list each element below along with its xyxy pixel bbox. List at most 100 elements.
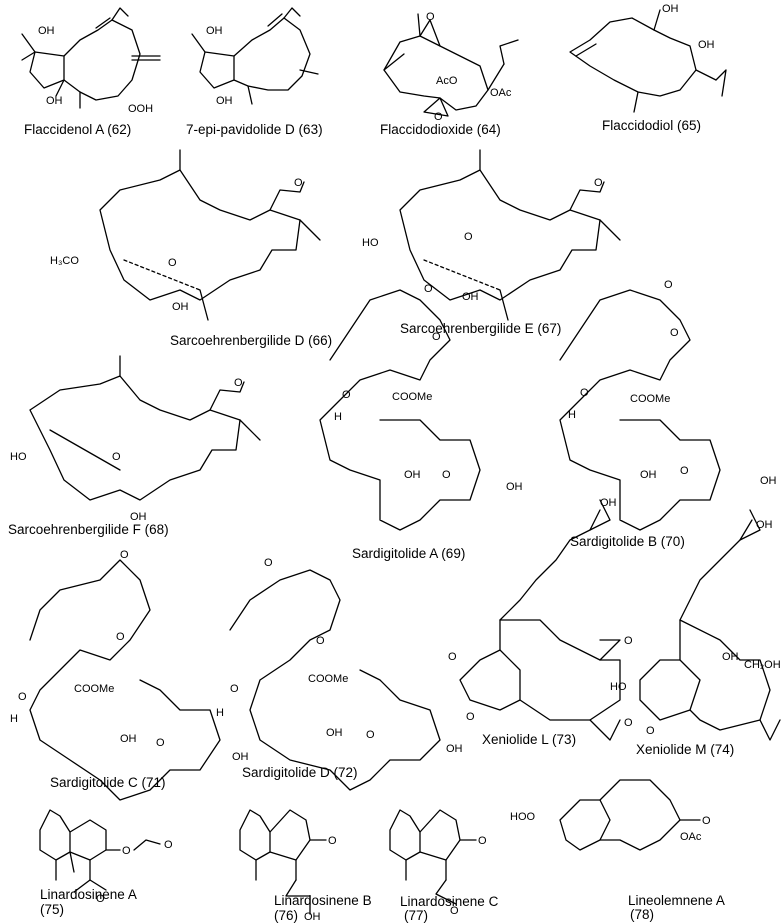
label-70-o3: O xyxy=(580,387,589,399)
label-71-coome: COOMe xyxy=(74,683,114,695)
caption-64: Flaccidodioxide (64) xyxy=(380,122,501,137)
label-77-o2: O xyxy=(450,905,459,917)
label-70-o1: O xyxy=(670,327,679,339)
label-70-oh2: OH xyxy=(760,475,777,487)
label-64-o1: O xyxy=(426,11,435,23)
label-69-oh2: OH xyxy=(506,481,523,493)
label-74-oh2: OH xyxy=(722,651,739,663)
label-63-oh2: OH xyxy=(216,95,233,107)
label-72-o4: O xyxy=(366,729,375,741)
label-64-aco: AcO xyxy=(436,75,458,87)
label-68-oh: OH xyxy=(130,511,147,523)
label-66-oh: OH xyxy=(172,301,189,313)
label-67-o1: O xyxy=(464,231,473,243)
structure-74: OH HO O OH CH₂OH xyxy=(610,509,781,741)
caption-78-number: (78) xyxy=(630,907,655,922)
label-64-oac: OAc xyxy=(490,87,512,99)
label-71-o2: O xyxy=(116,631,125,643)
label-72-o2: O xyxy=(316,635,325,647)
label-65-oh2: OH xyxy=(698,39,715,51)
label-75-o2: O xyxy=(122,845,131,857)
label-68-o2: O xyxy=(234,377,243,389)
structure-75: O O O xyxy=(39,809,173,905)
structure-76: O OH xyxy=(239,809,337,923)
caption-70: Sardigitolide B (70) xyxy=(570,534,685,549)
structure-65: OH OH xyxy=(569,3,727,113)
caption-74: Xeniolide M (74) xyxy=(636,742,735,757)
label-69-o3: O xyxy=(342,389,351,401)
structure-64: O AcO OAc O xyxy=(383,11,519,123)
caption-78-name: Lineolemnene A xyxy=(628,893,725,908)
label-67-o2: O xyxy=(594,177,603,189)
label-73-oh: OH xyxy=(600,497,617,509)
label-71-oh1: OH xyxy=(120,733,137,745)
label-69-o1: O xyxy=(432,331,441,343)
caption-63: 7-epi-pavidolide D (63) xyxy=(186,122,323,137)
label-74-oh1: OH xyxy=(756,519,773,531)
label-66-h3co: H₃CO xyxy=(50,255,79,267)
caption-77-name: Linardosinene C xyxy=(400,894,499,909)
structure-73: OH O O O O xyxy=(448,497,633,741)
structure-77: O O xyxy=(389,809,487,917)
caption-68: Sarcoehrenbergilide F (68) xyxy=(8,522,169,537)
label-66-o1: O xyxy=(168,257,177,269)
label-69-h: H xyxy=(334,411,342,423)
caption-77-number: (77) xyxy=(404,908,429,923)
label-72-coome: COOMe xyxy=(308,673,348,685)
caption-73: Xeniolide L (73) xyxy=(482,732,577,747)
label-67-oh: OH xyxy=(462,291,479,303)
label-71-o1: O xyxy=(120,549,129,561)
label-63-oh1: OH xyxy=(206,25,223,37)
label-74-o: O xyxy=(646,725,655,737)
structure-68: O HO O OH xyxy=(10,355,261,523)
structure-71: O O O COOMe H OH O OH xyxy=(10,549,249,801)
label-64-o2: O xyxy=(434,111,443,123)
structure-62: OH OH OOH xyxy=(21,7,161,115)
label-72-o3: O xyxy=(230,683,239,695)
label-72-oh1: OH xyxy=(326,727,343,739)
caption-66: Sarcoehrenbergilide D (66) xyxy=(170,333,333,348)
label-67-ho: HO xyxy=(362,237,379,249)
label-69-o4: O xyxy=(442,469,451,481)
label-62-oh1: OH xyxy=(38,25,55,37)
caption-69: Sardigitolide A (69) xyxy=(352,546,466,561)
label-62-oh2: OH xyxy=(46,95,63,107)
label-74-ch2oh: CH₂OH xyxy=(744,659,781,671)
label-71-o4: O xyxy=(156,737,165,749)
label-68-ho: HO xyxy=(10,451,27,463)
label-72-oh2: OH xyxy=(446,743,463,755)
label-71-o3: O xyxy=(18,691,27,703)
label-70-o4: O xyxy=(680,465,689,477)
caption-65: Flaccidodiol (65) xyxy=(602,118,702,133)
structure-66: O H₃CO O OH xyxy=(50,149,321,321)
label-75-o3: O xyxy=(164,839,173,851)
caption-75-number: (75) xyxy=(40,902,65,917)
structure-78: O OAc HOO xyxy=(510,779,711,851)
label-70-o2: O xyxy=(664,279,673,291)
caption-75-name: Linardosinene A xyxy=(40,887,137,902)
structure-69: O O O COOMe H OH O OH xyxy=(319,283,523,531)
structure-67: O HO O OH xyxy=(362,149,621,321)
caption-76-name: Linardosinene B xyxy=(274,893,372,908)
label-76-o: O xyxy=(328,835,337,847)
structure-72: O O O COOMe H OH O OH xyxy=(216,557,463,791)
label-65-oh1: OH xyxy=(662,3,679,15)
label-72-o1: O xyxy=(264,557,273,569)
label-70-oh1: OH xyxy=(640,469,657,481)
label-78-hoo: HOO xyxy=(510,811,536,823)
label-71-h: H xyxy=(10,713,18,725)
label-69-o2: O xyxy=(424,283,433,295)
label-73-o2: O xyxy=(466,711,475,723)
structure-70: O O O COOMe H OH O OH xyxy=(559,279,777,531)
label-78-o: O xyxy=(702,815,711,827)
label-73-o3: O xyxy=(624,635,633,647)
label-73-o1: O xyxy=(448,651,457,663)
label-68-o1: O xyxy=(112,451,121,463)
label-75-o1: O xyxy=(96,893,105,905)
label-74-ho: HO xyxy=(610,681,627,693)
label-77-o1: O xyxy=(478,835,487,847)
caption-62: Flaccidenol A (62) xyxy=(24,122,132,137)
label-66-o2: O xyxy=(294,177,303,189)
label-72-h: H xyxy=(216,707,224,719)
